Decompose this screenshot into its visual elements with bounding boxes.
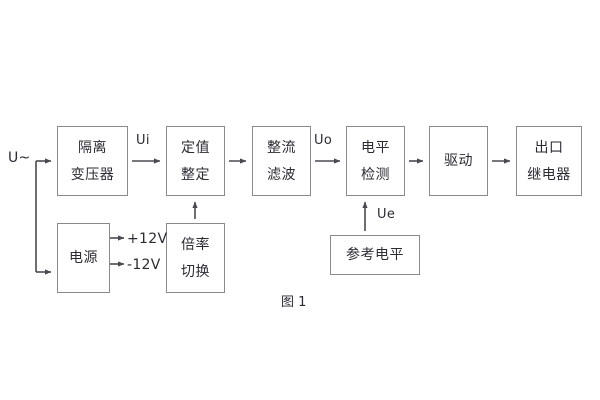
block-line: 检测 — [361, 166, 390, 183]
block-line: 继电器 — [527, 166, 571, 183]
block-ratio-switch: 倍率 切换 — [166, 223, 225, 293]
block-power-supply: 电源 — [57, 223, 110, 293]
block-line: 参考电平 — [346, 247, 404, 263]
signal-label-ue: Ue — [377, 207, 396, 222]
block-line: 定值 — [181, 139, 210, 156]
block-line: 隔离 — [78, 139, 107, 156]
input-source-label: U~ — [8, 150, 31, 166]
block-line: 驱动 — [444, 153, 473, 169]
block-setting-adjust: 定值 整定 — [166, 126, 225, 196]
block-line: 滤波 — [267, 166, 296, 183]
block-line: 倍率 — [181, 236, 210, 253]
signal-label-ui: Ui — [136, 133, 150, 148]
block-line: 整流 — [267, 139, 296, 156]
signal-label-uo: Uo — [314, 133, 333, 148]
rail-label-negative: -12V — [127, 257, 161, 273]
block-line: 整定 — [181, 166, 210, 183]
block-line: 电源 — [69, 250, 98, 266]
block-drive: 驱动 — [429, 126, 488, 196]
figure-caption: 图 1 — [281, 295, 307, 310]
block-level-detect: 电平 检测 — [346, 126, 405, 196]
block-reference-level: 参考电平 — [330, 235, 420, 275]
block-line: 切换 — [181, 263, 210, 280]
block-isolation-transformer: 隔离 变压器 — [57, 126, 128, 196]
block-line: 电平 — [361, 139, 390, 156]
block-output-relay: 出口 继电器 — [516, 126, 582, 196]
block-line: 变压器 — [70, 166, 115, 183]
block-line: 出口 — [534, 139, 564, 156]
block-rectify-filter: 整流 滤波 — [252, 126, 311, 196]
rail-label-positive: +12V — [127, 231, 168, 247]
